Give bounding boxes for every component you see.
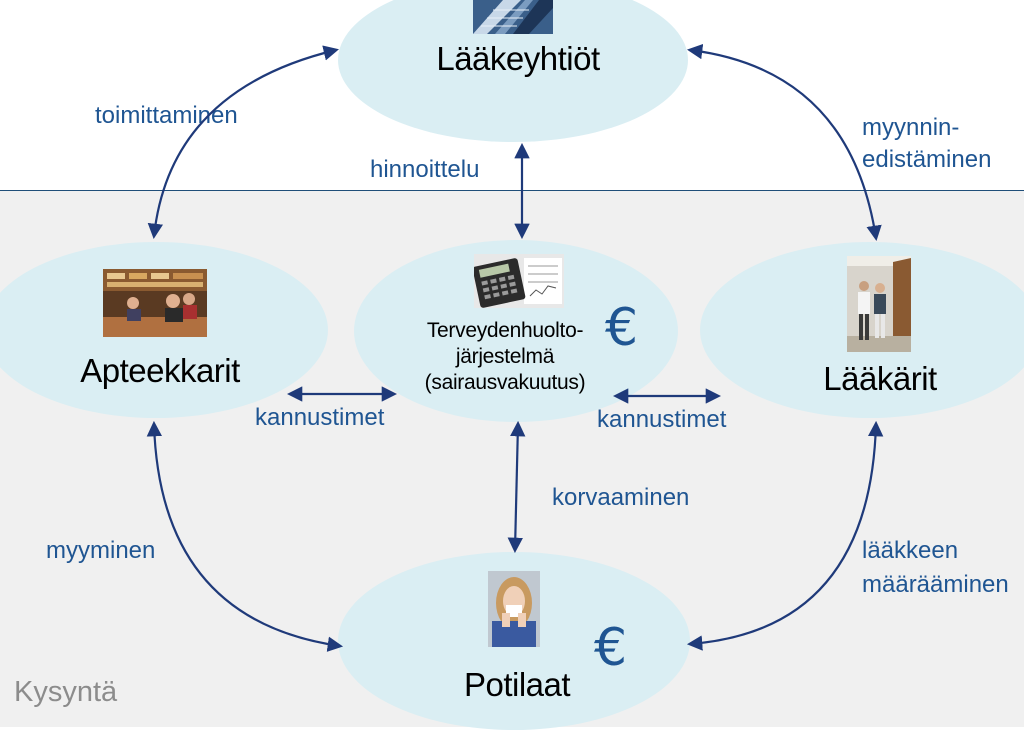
doctors-label: Lääkärit — [823, 360, 937, 397]
demand-zone-label: Kysyntä — [14, 676, 118, 708]
prescribing-arrow — [686, 420, 884, 651]
selling-arrow — [146, 420, 344, 652]
doctor-office-icon — [847, 256, 911, 352]
supply-arrow — [147, 45, 339, 240]
system-label-line3: (sairausvakuutus) — [424, 371, 586, 394]
euro-icon: € — [594, 618, 628, 678]
pricing-label: hinnoittelu — [370, 156, 480, 183]
reimbursement-label: korvaaminen — [552, 484, 690, 511]
promotion-arrow — [686, 43, 882, 242]
euro-icon: € — [605, 298, 639, 358]
selling-label: myyminen — [46, 537, 156, 564]
reimbursement-arrow — [507, 420, 526, 554]
patients-label: Potilaat — [463, 666, 571, 703]
system-label-line1: Terveydenhuolto- — [426, 319, 584, 342]
sick-patient-icon — [488, 571, 540, 647]
pharmacy-icon — [103, 269, 207, 337]
pharma-label: Lääkeyhtiöt — [436, 40, 600, 77]
zone-divider — [0, 190, 1024, 191]
calculator-icon — [474, 254, 564, 308]
office-building-icon — [473, 0, 553, 34]
pharmacists-label: Apteekkarit — [80, 352, 240, 389]
system-label-line2: järjestelmä — [455, 345, 555, 368]
promotion-label-line2: edistäminen — [862, 146, 992, 173]
prescribing-label-line2: määrääminen — [862, 571, 1009, 598]
